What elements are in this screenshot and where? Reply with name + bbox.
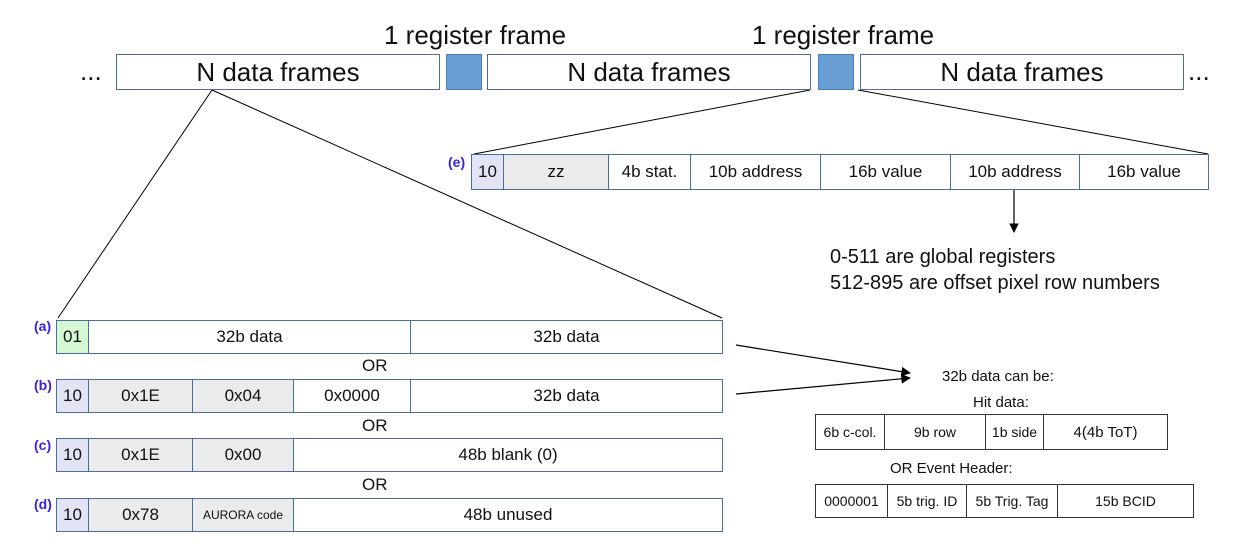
frame-b-data: 32b data bbox=[410, 379, 723, 413]
register-note-pixel-rows: 512-895 are offset pixel row numbers bbox=[830, 272, 1160, 294]
event-header-title: OR Event Header: bbox=[890, 460, 1013, 477]
register-value-2: 16b value bbox=[1079, 154, 1209, 190]
or-separator-1: OR bbox=[362, 356, 388, 375]
hit-field-col: 6b c-col. bbox=[815, 414, 885, 450]
frame-d-unused: 48b unused bbox=[293, 498, 723, 532]
data-frames-block-2: N data frames bbox=[487, 54, 811, 90]
frame-a-data-1: 32b data bbox=[88, 320, 411, 354]
register-address-1: 10b address bbox=[690, 154, 821, 190]
register-value-1: 16b value bbox=[820, 154, 951, 190]
register-zoom-line-left bbox=[473, 89, 811, 155]
ellipsis-right: ... bbox=[1188, 56, 1210, 86]
data-frames-block-1: N data frames bbox=[116, 54, 440, 90]
data-frames-block-3: N data frames bbox=[860, 54, 1184, 90]
register-address-2: 10b address bbox=[950, 154, 1080, 190]
frame-c-blank: 48b blank (0) bbox=[293, 438, 723, 472]
hit-field-tot: 4(4b ToT) bbox=[1043, 414, 1168, 450]
event-field-marker: 0000001 bbox=[815, 484, 888, 518]
frame-label-c: (c) bbox=[34, 437, 52, 453]
hit-field-row: 9b row bbox=[884, 414, 986, 450]
frame-label-e: (e) bbox=[448, 154, 466, 170]
frame-b-field-2: 0x04 bbox=[192, 379, 294, 413]
frame-a-header: 01 bbox=[56, 320, 89, 354]
register-frame-label-2: 1 register frame bbox=[752, 20, 935, 50]
register-header: 10 bbox=[471, 154, 504, 190]
frame-label-d: (d) bbox=[34, 496, 52, 512]
register-status: 4b stat. bbox=[608, 154, 691, 190]
register-frame-block-2 bbox=[818, 54, 854, 90]
event-field-trig-id: 5b trig. ID bbox=[887, 484, 967, 518]
frame-c-field-2: 0x00 bbox=[192, 438, 294, 472]
register-note-global: 0-511 are global registers bbox=[830, 246, 1056, 268]
frame-label-b: (b) bbox=[34, 377, 52, 393]
data-arrow-a bbox=[735, 344, 911, 377]
ellipsis-left: ... bbox=[80, 56, 102, 86]
frame-c-field-1: 0x1E bbox=[88, 438, 193, 472]
zoom-line-left bbox=[57, 89, 213, 319]
event-field-bcid: 15b BCID bbox=[1057, 484, 1194, 518]
data-can-be-title: 32b data can be: bbox=[942, 368, 1054, 385]
frame-d-aurora-code: AURORA code bbox=[192, 498, 294, 532]
frame-label-a: (a) bbox=[34, 318, 52, 334]
frame-c-header: 10 bbox=[56, 438, 89, 472]
or-separator-3: OR bbox=[362, 475, 388, 494]
data-arrow-b bbox=[735, 374, 911, 395]
frame-a-data-2: 32b data bbox=[410, 320, 723, 354]
zoom-line-right bbox=[211, 89, 723, 319]
register-frame-block-1 bbox=[446, 54, 482, 90]
frame-b-header: 10 bbox=[56, 379, 89, 413]
or-separator-2: OR bbox=[362, 416, 388, 435]
register-zz: zz bbox=[503, 154, 609, 190]
frame-d-field-1: 0x78 bbox=[88, 498, 193, 532]
hit-field-side: 1b side bbox=[985, 414, 1044, 450]
frame-b-field-1: 0x1E bbox=[88, 379, 193, 413]
register-zoom-line-right bbox=[857, 89, 1209, 155]
event-field-trig-tag: 5b Trig. Tag bbox=[966, 484, 1058, 518]
frame-b-field-3: 0x0000 bbox=[293, 379, 411, 413]
frame-d-header: 10 bbox=[56, 498, 89, 532]
register-frame-label-1: 1 register frame bbox=[384, 20, 567, 50]
hit-data-title: Hit data: bbox=[973, 394, 1029, 411]
